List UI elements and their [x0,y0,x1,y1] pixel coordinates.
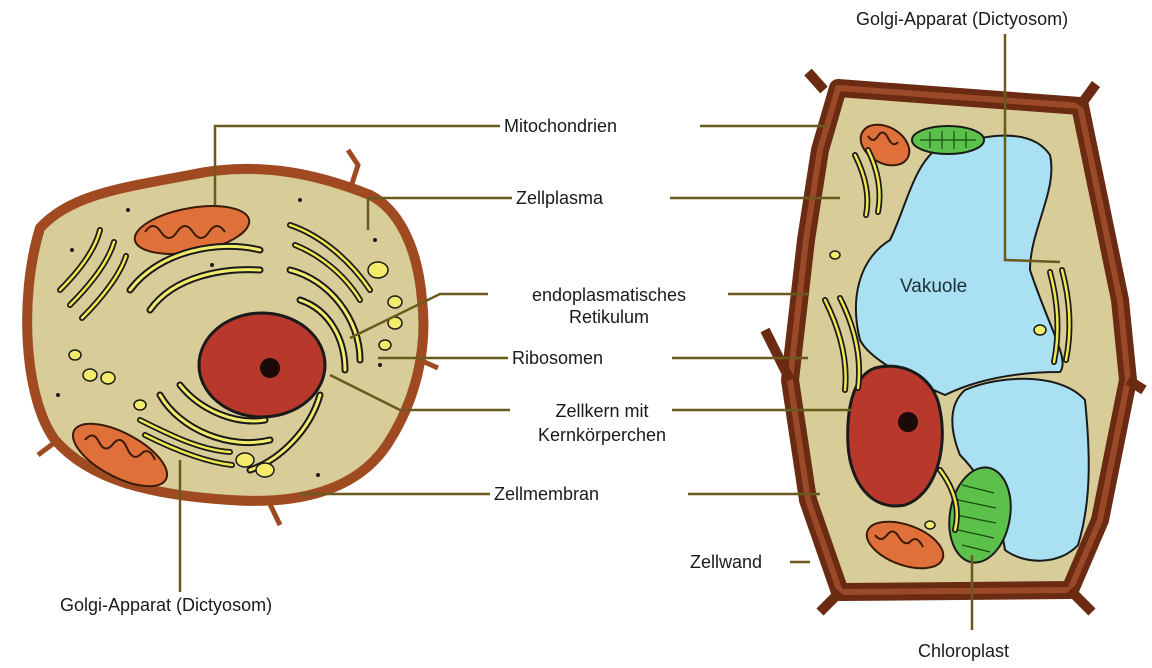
label-golgi-left: Golgi-Apparat (Dictyosom) [60,594,272,616]
plant-cell [765,72,1144,612]
label-zellwand: Zellwand [690,551,762,573]
label-er-line2: Retikulum [494,306,724,328]
animal-cell [27,150,438,525]
label-ribosomen: Ribosomen [512,347,603,369]
plant-nucleus [848,366,943,506]
label-er-line1: endoplasmatisches [494,284,724,306]
label-zellmembran: Zellmembran [494,483,599,505]
label-vakuole: Vakuole [900,276,967,298]
plant-chloroplast-top [912,126,984,154]
label-mitochondrien: Mitochondrien [504,115,617,137]
animal-nucleolus [260,358,280,378]
label-zellplasma: Zellplasma [516,187,603,209]
label-golgi-right: Golgi-Apparat (Dictyosom) [856,8,1068,30]
label-zellkern-line1: Zellkern mit [494,400,710,422]
plant-nucleolus [898,412,918,432]
label-chloroplast: Chloroplast [918,640,1009,662]
label-zellkern-line2: Kernkörperchen [494,424,710,446]
